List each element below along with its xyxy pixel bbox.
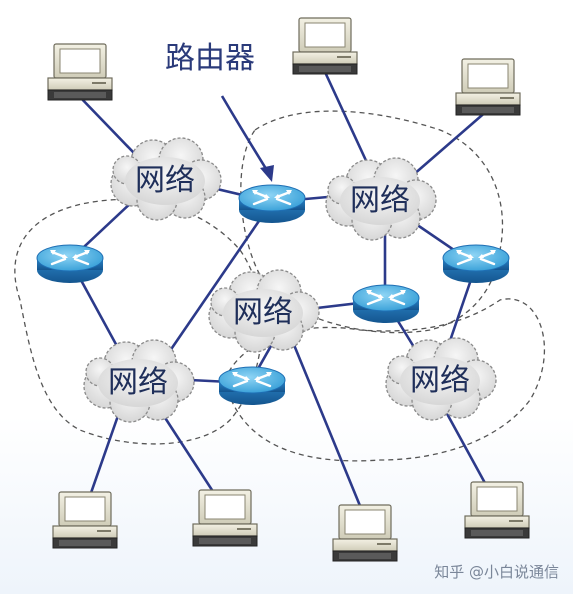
cloud-label: 网络 — [233, 295, 293, 330]
computer-icon — [47, 43, 113, 101]
router-label: 路由器 — [165, 41, 255, 76]
computer-icon — [464, 481, 530, 539]
cloud-label: 网络 — [135, 163, 195, 198]
router-icon — [441, 243, 511, 285]
router-icon — [35, 243, 105, 285]
computer-icon — [192, 489, 258, 547]
cloud-label: 网络 — [350, 183, 410, 218]
router-icon — [351, 283, 421, 325]
computer-icon — [455, 58, 521, 116]
router-callout-arrow — [220, 95, 274, 182]
cloud-network-1: 网络 — [110, 137, 222, 221]
computer-icon — [292, 17, 358, 75]
cloud-network-5: 网络 — [385, 337, 497, 421]
cloud-network-3: 网络 — [208, 269, 320, 353]
cloud-label: 网络 — [410, 363, 470, 398]
cloud-network-2: 网络 — [325, 157, 437, 241]
router-icon — [237, 183, 307, 225]
cloud-label: 网络 — [108, 365, 168, 400]
computer-icon — [332, 504, 398, 562]
computer-icon — [52, 491, 118, 549]
router-icon — [217, 365, 287, 407]
watermark: 知乎 @小白说通信 — [434, 563, 559, 581]
cloud-network-4: 网络 — [83, 339, 195, 423]
